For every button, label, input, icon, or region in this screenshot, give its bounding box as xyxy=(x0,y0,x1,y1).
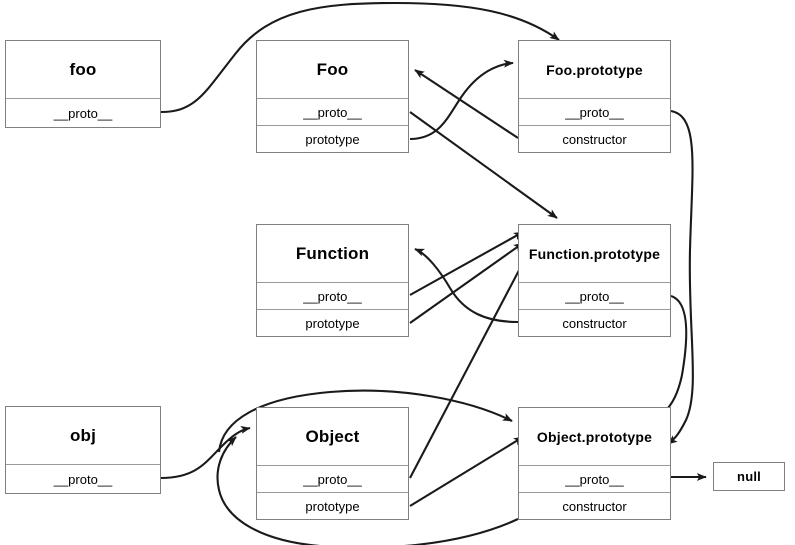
node-obj-title: obj xyxy=(6,407,160,464)
edge-object-proto-to-function-prototype xyxy=(409,254,528,479)
edge-obj-proto-to-object xyxy=(160,425,251,480)
edge-foo-prototypefield-to-foo-prototype xyxy=(409,59,514,141)
node-Object-title: Object xyxy=(257,408,408,465)
node-Function-field-proto: __proto__ xyxy=(257,282,408,309)
node-Object-prototype-field-proto: __proto__ xyxy=(519,465,670,492)
edge-object-prototypefield-to-object-prototype xyxy=(409,436,524,507)
node-Foo-prototype-field-proto: __proto__ xyxy=(519,98,670,125)
node-Foo[interactable]: Foo __proto__ prototype xyxy=(256,40,409,153)
node-foo[interactable]: foo __proto__ xyxy=(5,40,161,128)
node-obj-field-proto: __proto__ xyxy=(6,464,160,493)
edge-function-proto-to-function-prototype xyxy=(409,231,524,296)
node-Object-prototype-title: Object.prototype xyxy=(519,408,670,465)
node-Object-prototype-field-constructor: constructor xyxy=(519,492,670,519)
node-Function[interactable]: Function __proto__ prototype xyxy=(256,224,409,337)
node-Foo-prototype[interactable]: Foo.prototype __proto__ constructor xyxy=(518,40,671,153)
edge-foo-prototype-constructor-to-foo xyxy=(414,69,519,139)
node-Function-field-prototype: prototype xyxy=(257,309,408,336)
node-Foo-prototype-title: Foo.prototype xyxy=(519,41,670,98)
node-Function-prototype-field-proto: __proto__ xyxy=(519,282,670,309)
node-Object-field-prototype: prototype xyxy=(257,492,408,519)
node-Object-prototype[interactable]: Object.prototype __proto__ constructor xyxy=(518,407,671,520)
edge-foo-prototype-proto-to-object-prototype xyxy=(667,109,694,445)
node-Function-prototype-field-constructor: constructor xyxy=(519,309,670,336)
node-Function-prototype[interactable]: Function.prototype __proto__ constructor xyxy=(518,224,671,337)
edge-function-prototypefield-to-function-prototype xyxy=(409,242,524,324)
node-Function-prototype-title: Function.prototype xyxy=(519,225,670,282)
edge-function-prototype-constructor-to-function xyxy=(414,248,519,324)
node-Foo-field-prototype: prototype xyxy=(257,125,408,152)
node-Foo-field-proto: __proto__ xyxy=(257,98,408,125)
node-null[interactable]: null xyxy=(713,462,785,491)
node-obj[interactable]: obj __proto__ xyxy=(5,406,161,494)
node-null-title: null xyxy=(714,463,784,490)
node-Foo-prototype-field-constructor: constructor xyxy=(519,125,670,152)
node-Foo-title: Foo xyxy=(257,41,408,98)
node-Object-field-proto: __proto__ xyxy=(257,465,408,492)
node-foo-field-proto: __proto__ xyxy=(6,98,160,127)
node-Object[interactable]: Object __proto__ prototype xyxy=(256,407,409,520)
node-Function-title: Function xyxy=(257,225,408,282)
node-foo-title: foo xyxy=(6,41,160,98)
